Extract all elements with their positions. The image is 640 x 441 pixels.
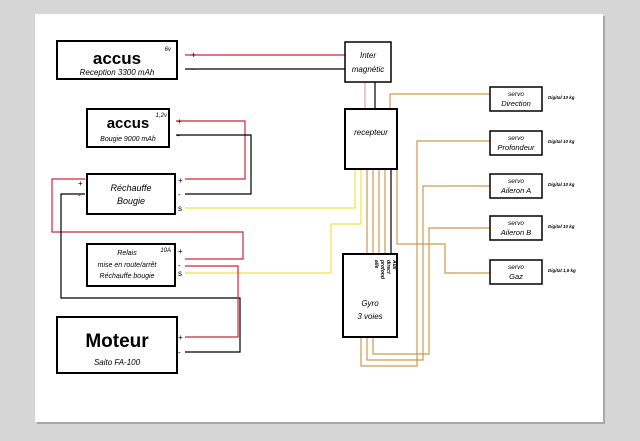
servo-aileron-a-box: [489, 173, 543, 199]
wire-servo-profondeur: [360, 140, 490, 367]
servo-aileron-a-label: servo: [508, 178, 524, 185]
rechauffe-line1: Réchauffe: [110, 183, 151, 193]
wire-relais-moteur: [185, 265, 239, 338]
moteur-minus-terminal: -: [178, 348, 181, 357]
relais-line1: Relais: [117, 250, 137, 257]
wiring-diagram: accus 6v Reception 3300 mAh + - accus 1,…: [51, 40, 576, 374]
servo-gaz-spec: Digital 1,5 kg: [548, 268, 576, 273]
rechauffe-bougie-block: Réchauffe Bougie: [86, 173, 176, 215]
wire-servo-aileron-a: [366, 185, 490, 361]
accus-reception-plus-terminal: +: [191, 50, 196, 60]
servo-profondeur-spec: Digital 10 kg: [548, 139, 575, 144]
relais-rating: 10A: [160, 248, 171, 254]
servo-aileron-b-name: Aileron B: [500, 228, 531, 237]
diagram-sheet: accus 6v Reception 3300 mAh + - accus 1,…: [35, 14, 603, 422]
gyro-channel-aile: aile: [373, 260, 379, 269]
servo-gaz-name: Gaz: [509, 272, 523, 281]
servo-direction-box: [489, 86, 543, 112]
wire-servo-gaz: [396, 169, 490, 274]
wire-rechauffe-signal: [185, 169, 356, 209]
rechauffe-signal-terminal: s: [178, 204, 182, 213]
gyro-block: Aux direct profond aile Gyro 3 voies: [342, 253, 398, 338]
gyro-channel-aux: Aux: [391, 259, 397, 270]
relais-line3: Réchauffe bougie: [100, 273, 155, 280]
moteur-title: Moteur: [85, 331, 149, 352]
servo-aileron-a-spec: Digital 10 kg: [548, 182, 575, 187]
wire-rechauffe-relais-plus: [51, 178, 244, 260]
rechauffe-plus-terminal: +: [178, 176, 183, 185]
servo-profondeur-name: Profondeur: [497, 143, 535, 152]
moteur-subtitle: Saito FA-100: [94, 358, 141, 367]
gyro-channel-profond: profond: [379, 259, 385, 280]
wire-rechauffe-relais-minus: [60, 193, 241, 353]
recepteur-block: recepteur: [344, 108, 398, 170]
accus-bougie-subtitle: Bougie 9000 mAh: [100, 136, 156, 143]
relais-block: Relais 10A mise en route/arrêt Réchauffe…: [86, 243, 176, 287]
accus-bougie-plus-terminal: +: [177, 117, 182, 126]
recepteur-label: recepteur: [354, 128, 388, 137]
gyro-channel-direct: direct: [385, 260, 391, 274]
gyro-line2: 3 voies: [357, 312, 382, 321]
servo-aileron-a-name: Aileron A: [500, 186, 531, 195]
servo-aileron-b-box: [489, 215, 543, 241]
accus-reception-title: accus: [93, 49, 141, 68]
inter-line1: Inter: [360, 51, 376, 60]
rechauffe-line2: Bougie: [117, 196, 145, 206]
servo-direction-name: Direction: [501, 99, 531, 108]
servo-profondeur-label: servo: [508, 135, 524, 142]
gyro-line1: Gyro: [361, 299, 379, 308]
servo-aileron-b-label: servo: [508, 220, 524, 227]
servo-direction-label: servo: [508, 91, 524, 98]
relais-minus-terminal: -: [178, 261, 181, 270]
wire-relais-signal: [185, 169, 362, 274]
servo-profondeur-box: [489, 130, 543, 156]
rechauffe-minus-terminal: -: [178, 190, 181, 199]
accus-bougie-title: accus: [107, 115, 150, 132]
moteur-block: Moteur Saito FA-100: [56, 316, 178, 374]
relais-plus-terminal: +: [178, 247, 183, 256]
wire-accus-bougie-minus: [176, 134, 252, 195]
relais-line2: mise en route/arrêt: [98, 262, 158, 269]
rechauffe-left-plus-terminal: +: [78, 179, 83, 188]
inter-magnetic-block: Inter magnétic: [344, 41, 392, 83]
accus-reception-subtitle: Reception 3300 mAh: [80, 68, 155, 77]
relais-signal-terminal: s: [178, 269, 182, 278]
accus-bougie-minus-terminal: -: [177, 131, 180, 140]
accus-bougie-block: accus 1,2v Bougie 9000 mAh: [86, 108, 170, 148]
accus-reception-block: accus 6v Reception 3300 mAh: [56, 40, 178, 80]
servo-gaz-box: [489, 259, 543, 285]
wire-accus-bougie-plus: [176, 120, 246, 180]
wire-recepteur-gyro: [366, 169, 386, 254]
moteur-plus-terminal: +: [178, 333, 183, 342]
servo-direction-spec: Digital 10 kg: [548, 95, 575, 100]
rechauffe-left-minus-terminal: -: [78, 191, 81, 200]
accus-bougie-voltage: 1,2v: [156, 113, 168, 119]
servo-aileron-b-spec: Digital 10 kg: [548, 224, 575, 229]
wire-servo-aileron-b: [372, 227, 490, 355]
servo-gaz-label: servo: [508, 264, 524, 271]
wire-servo-direction: [389, 93, 490, 169]
accus-reception-minus-terminal: -: [191, 64, 194, 74]
inter-line2: magnétic: [352, 65, 384, 74]
accus-reception-voltage: 6v: [165, 47, 172, 53]
